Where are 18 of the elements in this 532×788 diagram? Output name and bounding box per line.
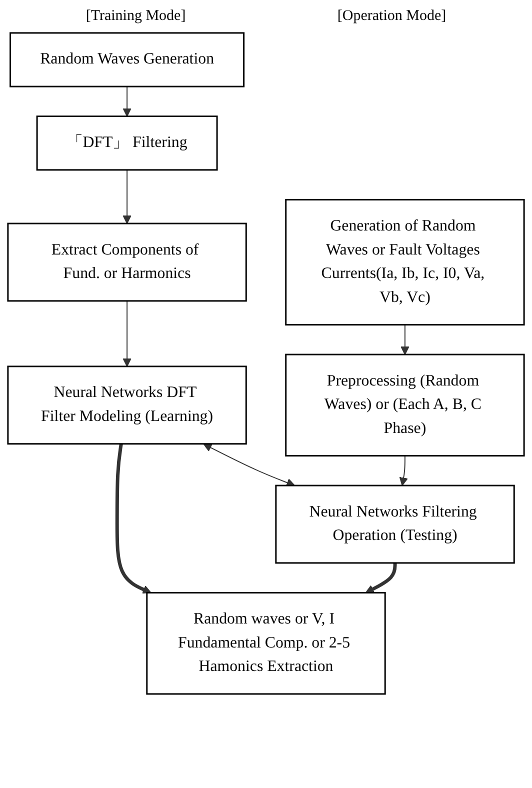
arrow [122,300,132,367]
node-box: Extract Components of Fund. or Harmonics [7,222,247,302]
arrow [400,324,410,355]
node-box: Random waves or V, I Fundamental Comp. or 2-5 Hamonics Extraction [146,592,386,695]
arrow [399,455,408,486]
arrow [122,169,132,224]
arrow [122,86,132,117]
node-box: Generation of Random Waves or Fault Voltages Currents(Ia, Ib, Ic, I0, Va, Vb, Vc) [285,198,525,326]
column-heading: [Training Mode] [86,8,186,25]
node-box: 「DFT」 Filtering [36,116,218,171]
node-box: Neural Networks Filtering Operation (Testing) [275,484,515,564]
arrow [115,444,152,594]
arrow [203,444,296,487]
node-box: Preprocessing (Random Waves) or (Each A, B, C Phase) [285,354,525,456]
arrow [365,562,397,594]
node-box: Neural Networks DFT Filter Modeling (Learning) [7,366,247,445]
node-box: Random Waves Generation [10,32,245,88]
column-heading: [Operation Mode] [337,8,446,25]
